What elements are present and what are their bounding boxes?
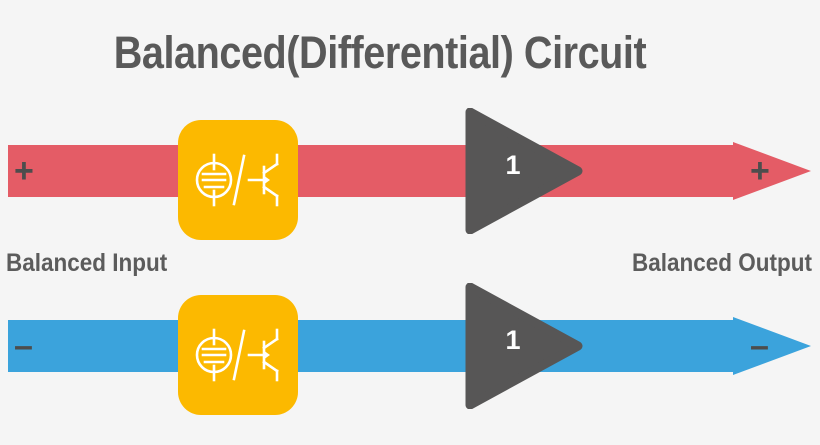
polarity-output-negative: – (750, 327, 769, 365)
balanced-output-label: Balanced Output (631, 249, 812, 277)
polarity-input-positive: + (14, 152, 34, 190)
tube-transistor-icon (192, 153, 284, 207)
device-block-positive[interactable] (178, 120, 298, 240)
arrow-right-icon-positive (733, 116, 811, 226)
amplifier-negative[interactable]: 1 (464, 283, 584, 409)
diagram-canvas: Balanced(Differential) Circuit + + (0, 27, 820, 415)
signal-bar-negative (8, 320, 738, 372)
tube-transistor-icon (192, 328, 284, 382)
polarity-output-positive: + (750, 152, 770, 190)
amplifier-positive[interactable]: 1 (464, 108, 584, 234)
polarity-input-negative: – (14, 327, 33, 365)
arrow-right-icon-negative (733, 291, 811, 401)
signal-bar-positive (8, 145, 738, 197)
amplifier-gain-label: 1 (505, 325, 521, 355)
amplifier-gain-label: 1 (505, 150, 521, 180)
page-title: Balanced(Differential) Circuit (113, 27, 647, 78)
device-block-negative[interactable] (178, 295, 298, 415)
signal-path-positive: + + (0, 90, 820, 270)
balanced-input-label: Balanced Input (6, 249, 168, 277)
signal-path-negative: – – (0, 265, 820, 445)
